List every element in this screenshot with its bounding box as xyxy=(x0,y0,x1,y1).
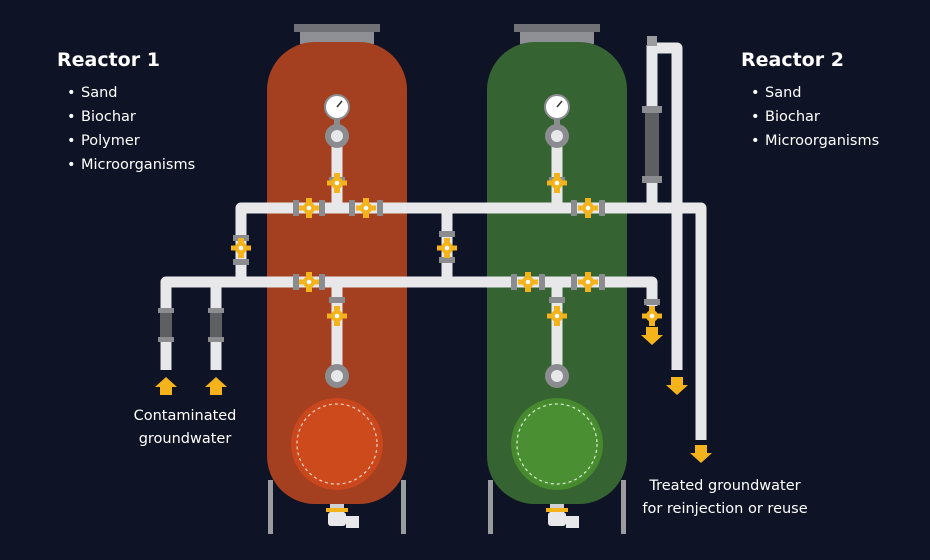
reactor-1-body xyxy=(267,42,407,504)
inlet-caption: Contaminated groundwater xyxy=(120,405,250,451)
inlet-caption-line: Contaminated xyxy=(133,408,237,424)
reactor-1 xyxy=(267,24,407,534)
list-item: Microorganisms xyxy=(751,129,879,153)
flow-arrow-icon xyxy=(690,445,712,463)
list-item: Biochar xyxy=(67,105,195,129)
reactor-1-media-list: Sand Biochar Polymer Microorganisms xyxy=(57,81,195,177)
outlet-caption-line: Treated groundwater xyxy=(649,478,801,494)
valve-icon[interactable] xyxy=(642,306,662,326)
list-item: Polymer xyxy=(67,129,195,153)
reactor-1-sight-window xyxy=(291,398,383,490)
pressure-gauge-icon xyxy=(324,94,350,126)
reactor-1-media-panel: Reactor 1 Sand Biochar Polymer Microorga… xyxy=(57,49,195,177)
pressure-gauge-icon xyxy=(544,94,570,126)
inlet-caption-line: groundwater xyxy=(138,431,232,447)
reactor-1-drain-valve-icon[interactable] xyxy=(326,504,359,528)
reactor-2-media-list: Sand Biochar Microorganisms xyxy=(741,81,879,153)
reactor-2-sight-window xyxy=(511,398,603,490)
reactor-2-legs xyxy=(488,480,626,534)
list-item: Sand xyxy=(67,81,195,105)
list-item: Microorganisms xyxy=(67,153,195,177)
inlet-pipe-ends xyxy=(158,308,224,342)
valve-icon[interactable] xyxy=(437,238,457,258)
reactor-2-media-panel: Reactor 2 Sand Biochar Microorganisms xyxy=(741,49,879,153)
reactor-2-title: Reactor 2 xyxy=(741,49,844,71)
reactor-2 xyxy=(487,24,627,534)
outlet-riser-fittings xyxy=(642,36,662,183)
list-item: Sand xyxy=(751,81,879,105)
internal-ports xyxy=(325,124,569,388)
list-item: Biochar xyxy=(751,105,879,129)
reactor-1-legs xyxy=(268,480,406,534)
flow-arrow-icon xyxy=(205,377,227,395)
reactor-1-title: Reactor 1 xyxy=(57,49,160,71)
flow-arrow-icon xyxy=(641,327,663,345)
outlet-caption: Treated groundwater for reinjection or r… xyxy=(630,475,820,521)
flow-arrow-icon xyxy=(666,377,688,395)
reactor-2-body xyxy=(487,42,627,504)
reactor-2-drain-valve-icon[interactable] xyxy=(546,504,579,528)
outlet-caption-line: for reinjection or reuse xyxy=(642,501,808,517)
flow-arrow-icon xyxy=(155,377,177,395)
